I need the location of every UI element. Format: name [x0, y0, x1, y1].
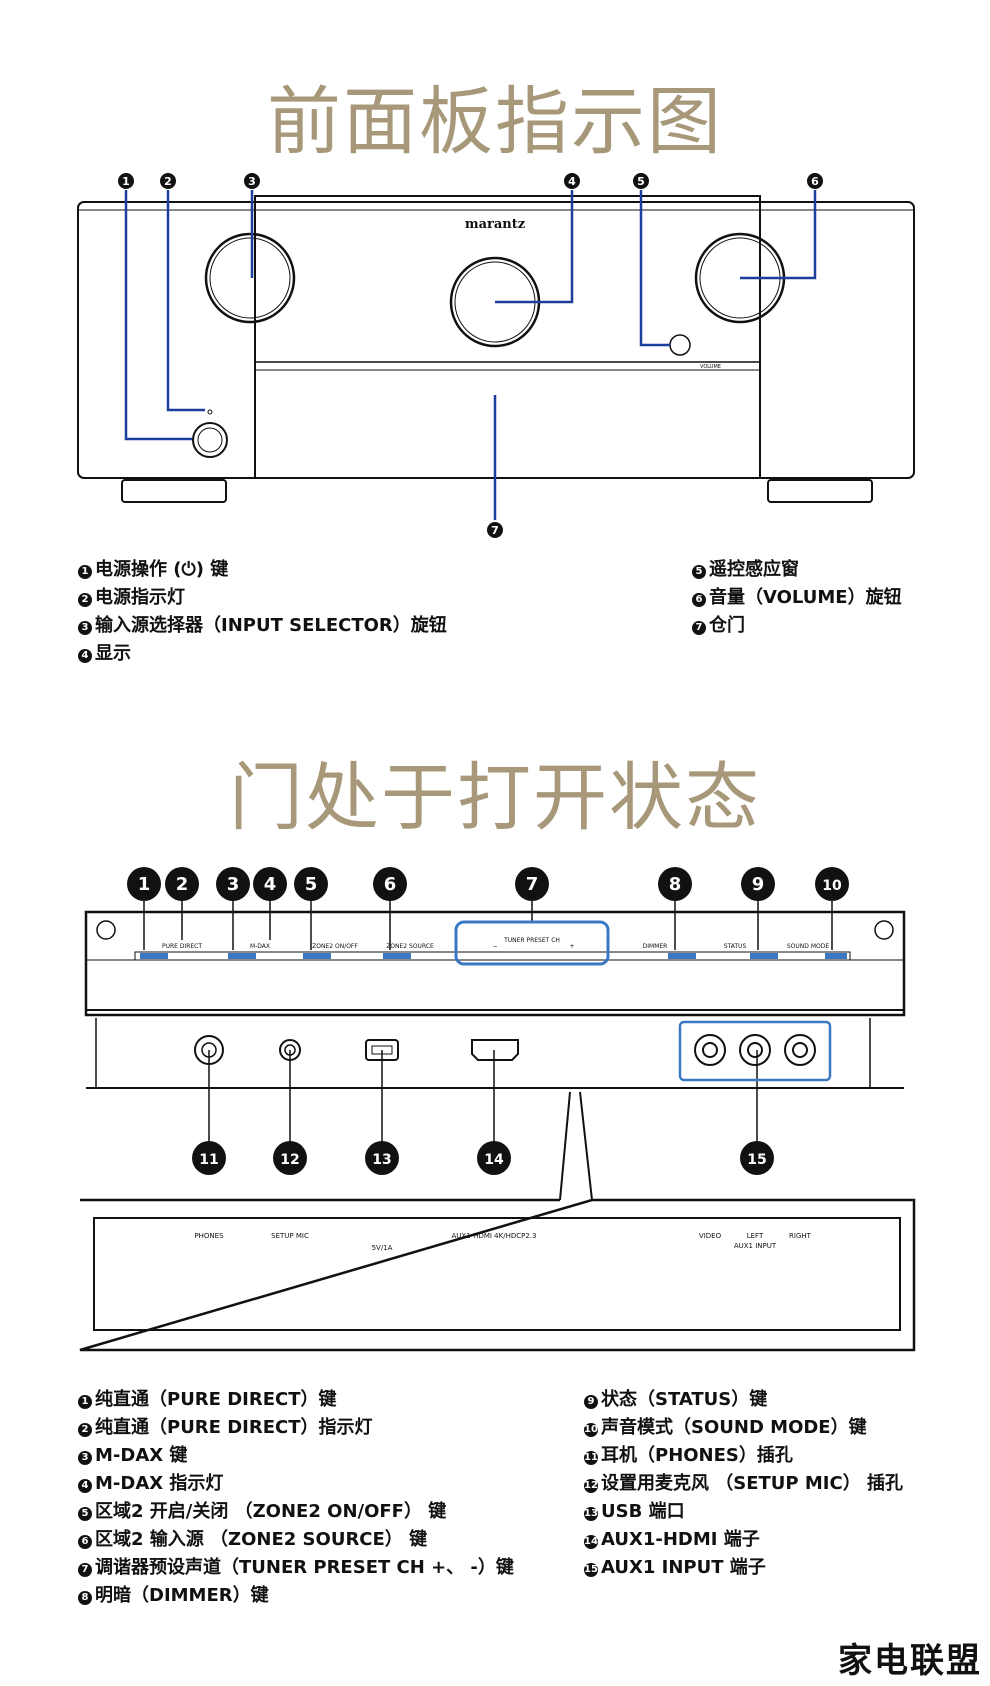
setup-mic-jack	[279, 1039, 301, 1061]
button-leds	[140, 953, 847, 959]
svg-text:10: 10	[822, 878, 842, 894]
svg-text:2: 2	[164, 175, 172, 188]
svg-text:LEFT: LEFT	[747, 1232, 764, 1240]
svg-text:SOUND MODE: SOUND MODE	[787, 943, 829, 950]
svg-text:5V/1A: 5V/1A	[372, 1244, 393, 1252]
svg-text:ZONE2 ON/OFF: ZONE2 ON/OFF	[312, 943, 358, 950]
svg-text:1: 1	[138, 874, 151, 895]
aux-input-highlight	[678, 1020, 832, 1082]
watermark: 家电联盟	[838, 1641, 982, 1681]
svg-text:VOLUME: VOLUME	[700, 364, 721, 370]
svg-text:AUX1 INPUT: AUX1 INPUT	[734, 1242, 777, 1250]
svg-text:1: 1	[122, 175, 130, 188]
svg-text:RIGHT: RIGHT	[789, 1232, 812, 1240]
svg-text:3: 3	[227, 874, 240, 895]
usb-port	[365, 1039, 399, 1061]
svg-text:13: 13	[372, 1152, 391, 1168]
svg-text:15: 15	[747, 1152, 766, 1168]
svg-text:6: 6	[384, 874, 397, 895]
power-button	[192, 422, 228, 458]
svg-text:−: −	[492, 943, 497, 950]
svg-text:7: 7	[491, 524, 499, 537]
door-open-diagram: 1 2 3 4 5 6 7 8 9 10 11 12 13 14 15	[79, 867, 916, 1352]
svg-text:3: 3	[248, 175, 256, 188]
svg-text:PURE DIRECT: PURE DIRECT	[162, 943, 202, 950]
svg-text:7: 7	[526, 874, 539, 895]
front-callouts: 1 2 3 4 5 6 7	[118, 173, 823, 538]
hdmi-port	[471, 1039, 519, 1061]
svg-text:TUNER PRESET CH: TUNER PRESET CH	[503, 937, 560, 944]
door-open-title: 门处于打开状态	[229, 755, 761, 841]
svg-text:SETUP MIC: SETUP MIC	[271, 1232, 309, 1240]
svg-text:ZONE2 SOURCE: ZONE2 SOURCE	[386, 943, 434, 950]
svg-text:4: 4	[568, 175, 576, 188]
svg-text:5: 5	[305, 874, 318, 895]
svg-text:VIDEO: VIDEO	[699, 1232, 722, 1240]
front-panel-diagram: 1 2 3 4 5 6 7 marantz VOLUME	[77, 173, 915, 538]
svg-text:M-DAX: M-DAX	[250, 943, 270, 950]
svg-text:AUX1-HDMI 4K/HDCP2.3: AUX1-HDMI 4K/HDCP2.3	[452, 1232, 537, 1240]
tuner-highlight	[454, 920, 610, 966]
power-indicator	[207, 409, 213, 415]
svg-text:11: 11	[199, 1152, 218, 1168]
open-callouts: 1 2 3 4 5 6 7 8 9 10 11 12 13 14 15	[127, 867, 849, 1175]
svg-text:8: 8	[669, 874, 682, 895]
phones-jack	[194, 1035, 224, 1065]
svg-text:6: 6	[811, 175, 819, 188]
left-foot	[121, 479, 227, 503]
svg-text:5: 5	[637, 175, 645, 188]
open-chassis	[84, 910, 906, 1017]
brand-logo: marantz	[465, 217, 525, 232]
svg-text:12: 12	[280, 1152, 299, 1168]
svg-text:4: 4	[264, 874, 277, 895]
svg-text:+: +	[569, 943, 574, 950]
front-panel-title: 前面板指示图	[267, 79, 723, 165]
input-selector-knob	[204, 232, 296, 324]
svg-text:PHONES: PHONES	[194, 1232, 224, 1240]
door-label-panel	[79, 1198, 916, 1352]
svg-text:STATUS: STATUS	[724, 943, 747, 950]
svg-text:2: 2	[176, 874, 189, 895]
remote-sensor	[669, 334, 691, 356]
front-leader-lines	[124, 190, 817, 520]
center-panel	[254, 195, 761, 479]
svg-text:DIMMER: DIMMER	[643, 943, 668, 950]
svg-text:9: 9	[752, 874, 765, 895]
right-foot	[767, 479, 873, 503]
svg-text:14: 14	[484, 1152, 504, 1168]
rca-jacks	[694, 1034, 816, 1066]
